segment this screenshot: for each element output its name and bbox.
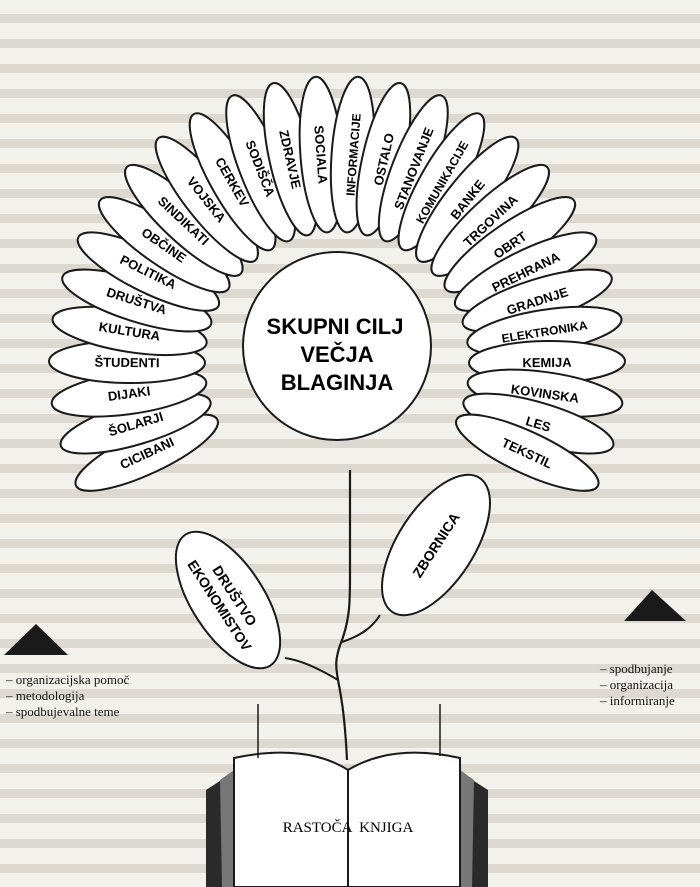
book-label: RASTOČA KNJIGA — [283, 819, 414, 836]
right-triangle-marker — [624, 590, 686, 621]
legend-left-item-1: organizacijska pomoč — [6, 672, 129, 688]
legend-right-item-3: informiranje — [600, 693, 675, 709]
leaf-zbornica: ZBORNICA — [361, 457, 512, 633]
stem — [336, 470, 350, 760]
center-title-line-3: BLAGINJA — [281, 370, 394, 395]
center-title-line-1: SKUPNI CILJ — [267, 314, 404, 339]
legend-left-item-3: spodbujevalne teme — [6, 704, 129, 720]
legend-right-item-1: spodbujanje — [600, 661, 675, 677]
legend-right-item-2: organizacija — [600, 677, 675, 693]
left-leaf-stalk — [285, 658, 338, 680]
growing-book: RASTOČA KNJIGA — [206, 704, 488, 887]
legend-right: spodbujanje organizacija informiranje — [600, 661, 675, 709]
legend-left-item-2: metodologija — [6, 688, 129, 704]
petal-label: ŠTUDENTI — [94, 355, 159, 371]
legend-left: organizacijska pomoč metodologija spodbu… — [6, 672, 129, 720]
left-triangle-marker — [4, 624, 68, 655]
leaf-drustvo-ekonomistov: DRUŠTVO EKONOMISTOV — [155, 515, 300, 685]
petal-label: KEMIJA — [522, 355, 572, 371]
center-title-line-2: VEČJA — [300, 342, 373, 367]
